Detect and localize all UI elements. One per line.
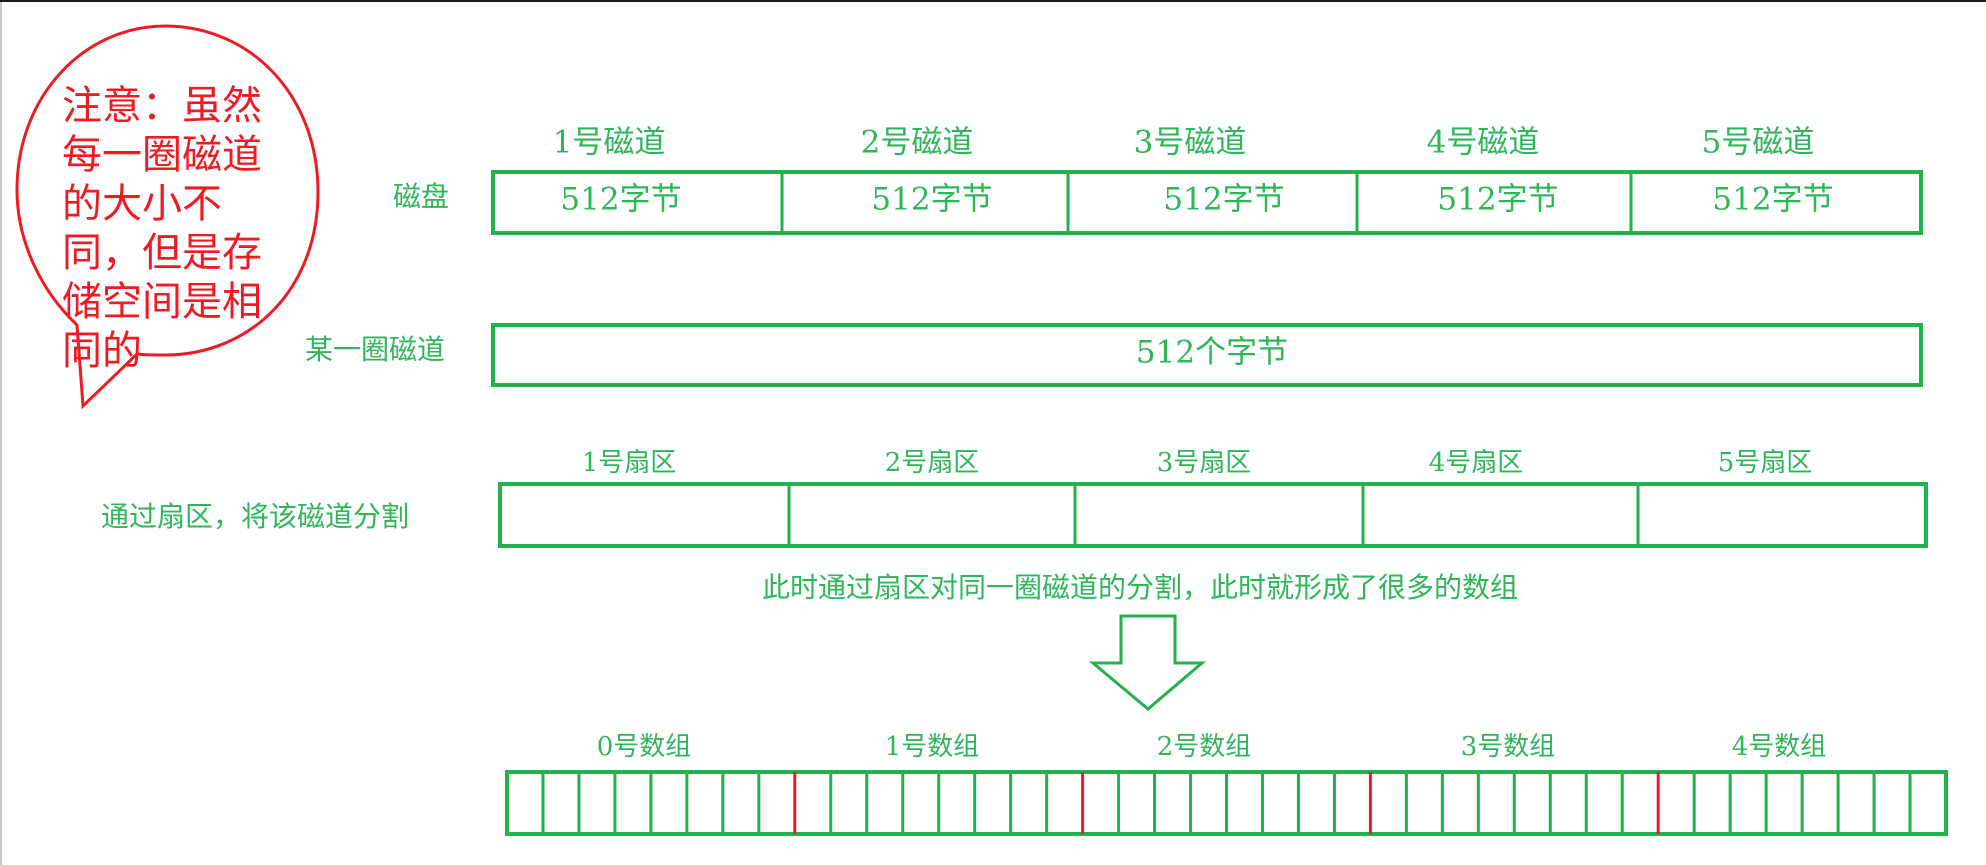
- disk-track-boxes: [491, 170, 1923, 235]
- sector-title-5: 5号扇区: [1717, 448, 1813, 478]
- array-title-0: 0号数组: [596, 732, 692, 762]
- caption-text: 此时通过扇区对同一圈磁道的分割，此时就形成了很多的数组: [761, 571, 1519, 604]
- disk-label: 磁盘: [393, 180, 450, 213]
- single-track-box: [491, 323, 1923, 387]
- sector-split-label: 通过扇区，将该磁道分割: [101, 500, 410, 533]
- sector-boxes: [498, 482, 1928, 548]
- sector-title-1: 1号扇区: [581, 448, 677, 478]
- single-track-bytes: 512个字节: [1135, 334, 1289, 371]
- single-track-label: 某一圈磁道: [305, 333, 446, 366]
- track-title-5: 5号磁道: [1701, 124, 1815, 161]
- sector-title-3: 3号扇区: [1156, 448, 1252, 478]
- array-title-3: 3号数组: [1460, 732, 1556, 762]
- array-cells: [505, 770, 1948, 836]
- down-arrow-icon: [1088, 614, 1207, 711]
- track-title-3: 3号磁道: [1133, 124, 1247, 161]
- track-bytes-4: 512字节: [1437, 181, 1559, 218]
- speech-bubble-shape: [15, 24, 320, 410]
- track-title-4: 4号磁道: [1426, 124, 1540, 161]
- track-title-2: 2号磁道: [860, 124, 974, 161]
- sector-title-2: 2号扇区: [884, 448, 980, 478]
- track-bytes-1: 512字节: [560, 181, 682, 218]
- track-bytes-3: 512字节: [1163, 181, 1285, 218]
- array-title-2: 2号数组: [1156, 732, 1252, 762]
- window-top-border: [0, 0, 1986, 2]
- track-bytes-2: 512字节: [871, 181, 993, 218]
- array-title-1: 1号数组: [884, 732, 980, 762]
- sector-title-4: 4号扇区: [1428, 448, 1524, 478]
- track-bytes-5: 512字节: [1712, 181, 1834, 218]
- track-title-1: 1号磁道: [552, 124, 666, 161]
- window-left-border: [0, 2, 2, 865]
- array-title-4: 4号数组: [1731, 732, 1827, 762]
- note-text: 注意：虽然每一圈磁道的大小不同，但是存储空间是相同的: [62, 83, 262, 374]
